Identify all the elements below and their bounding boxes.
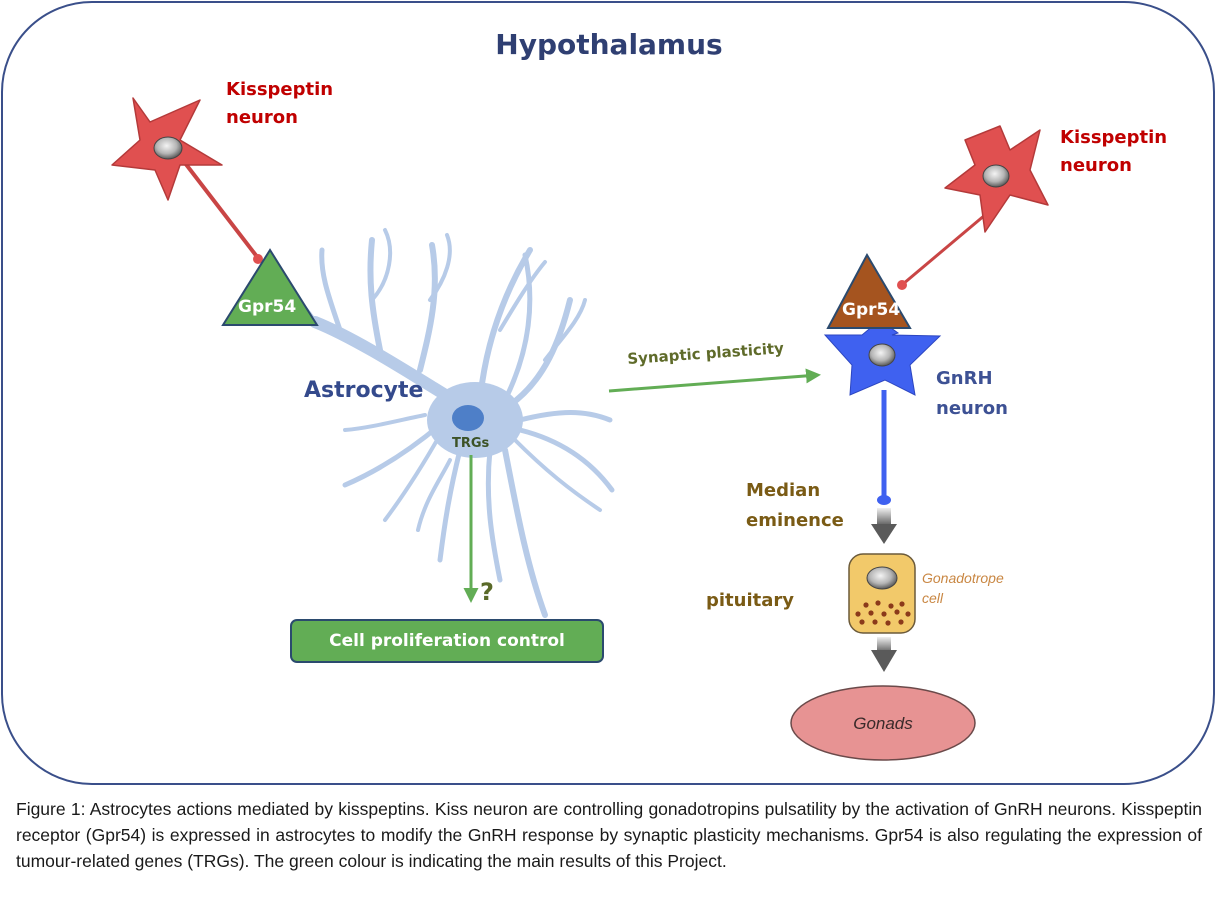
kisspeptin-axon-right xyxy=(902,213,986,286)
kisspeptin-axon-left xyxy=(173,148,260,260)
gonadotrope-cell xyxy=(848,553,916,634)
gray-arrow-to-pituitary xyxy=(871,508,897,544)
gnrh-nucleus xyxy=(868,343,896,367)
synaptic-plasticity-arrow xyxy=(608,368,821,393)
figure-caption: Figure 1: Astrocytes actions mediated by… xyxy=(16,799,1202,871)
kisspeptin-neuron-right-label: Kisspeptin neuron xyxy=(1060,127,1168,176)
diagram-canvas xyxy=(1,1,1215,785)
median-eminence-label: Median eminence xyxy=(746,480,844,531)
kisspeptin-nucleus-left xyxy=(153,136,183,160)
gpr54-gnrh-label: Gpr54 xyxy=(842,300,901,320)
gonadotrope-cell-label: Gonadotrope cell xyxy=(922,570,1004,606)
cell-proliferation-label: Cell proliferation control xyxy=(329,631,565,651)
pituitary-label: pituitary xyxy=(706,590,795,611)
gpr54-receptor-astrocyte xyxy=(221,248,319,326)
cell-proliferation-box: Cell proliferation control xyxy=(290,619,604,663)
gray-arrow-to-gonads xyxy=(871,637,897,672)
question-mark-label: ? xyxy=(480,578,494,606)
gpr54-receptor-gnrh xyxy=(826,252,912,329)
kisspeptin-terminal-left xyxy=(253,254,263,264)
kisspeptin-nucleus-right xyxy=(982,164,1010,188)
gnrh-terminal xyxy=(877,495,891,505)
kisspeptin-terminal-right xyxy=(897,280,907,290)
gonadotrope-granules xyxy=(855,600,911,626)
astrocyte-cell xyxy=(259,228,615,618)
hypothalamus-frame xyxy=(1,1,1215,785)
trgs-label: TRGs xyxy=(452,436,490,451)
gonadotrope-nucleus xyxy=(866,566,898,590)
astrocyte-label: Astrocyte xyxy=(304,378,424,403)
hypothalamus-diagram: Hypothalamus Kisspeptin neuron Kisspepti… xyxy=(1,1,1215,785)
diagram-title: Hypothalamus xyxy=(495,28,723,61)
astrocyte-nucleus xyxy=(452,405,484,431)
gnrh-neuron-label: GnRH neuron xyxy=(936,368,1008,419)
gpr54-astrocyte-label: Gpr54 xyxy=(238,297,297,317)
kisspeptin-neuron-left-label: Kisspeptin neuron xyxy=(226,79,334,128)
gonads-label: Gonads xyxy=(853,714,913,733)
gonads-organ xyxy=(790,685,976,761)
